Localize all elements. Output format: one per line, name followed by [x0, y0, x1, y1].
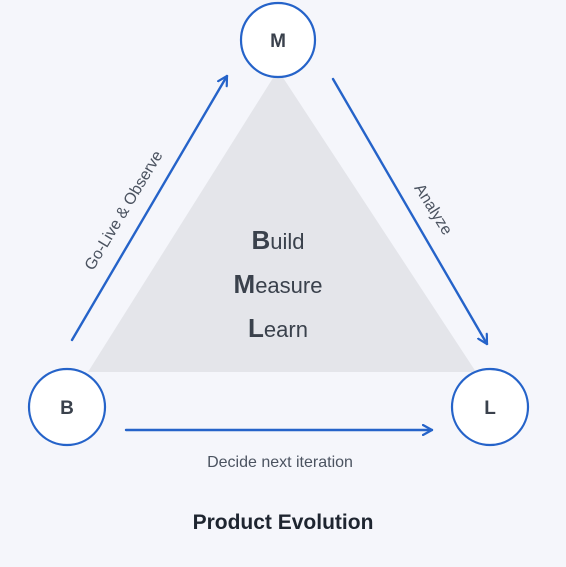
node-l-label: L	[484, 398, 496, 419]
arrow-m-to-l	[331, 77, 489, 346]
edge-label-analyze: Analyze	[411, 181, 456, 238]
edge-label-decide: Decide next iteration	[207, 454, 353, 471]
node-l: L	[450, 367, 530, 447]
node-m: M	[239, 1, 317, 79]
center-initial-l: L	[248, 313, 264, 343]
node-b-label: B	[60, 398, 74, 419]
node-m-label: M	[270, 31, 286, 52]
center-initial-m: M	[234, 269, 256, 299]
edge-label-go-live: Go-Live & Observe	[82, 148, 167, 273]
arrow-b-to-m	[70, 74, 229, 342]
center-rest-build: uild	[270, 229, 304, 254]
diagram-caption: Product Evolution	[192, 511, 374, 534]
center-rest-learn: earn	[264, 317, 308, 342]
node-b: B	[27, 367, 107, 447]
center-initial-b: B	[251, 225, 270, 255]
central-triangle	[88, 70, 476, 372]
center-line-learn: Learn	[248, 313, 308, 343]
center-line-build: Build	[251, 225, 304, 255]
center-text: Build Measure Learn	[234, 225, 323, 343]
center-rest-measure: easure	[255, 273, 322, 298]
center-line-measure: Measure	[234, 269, 323, 299]
